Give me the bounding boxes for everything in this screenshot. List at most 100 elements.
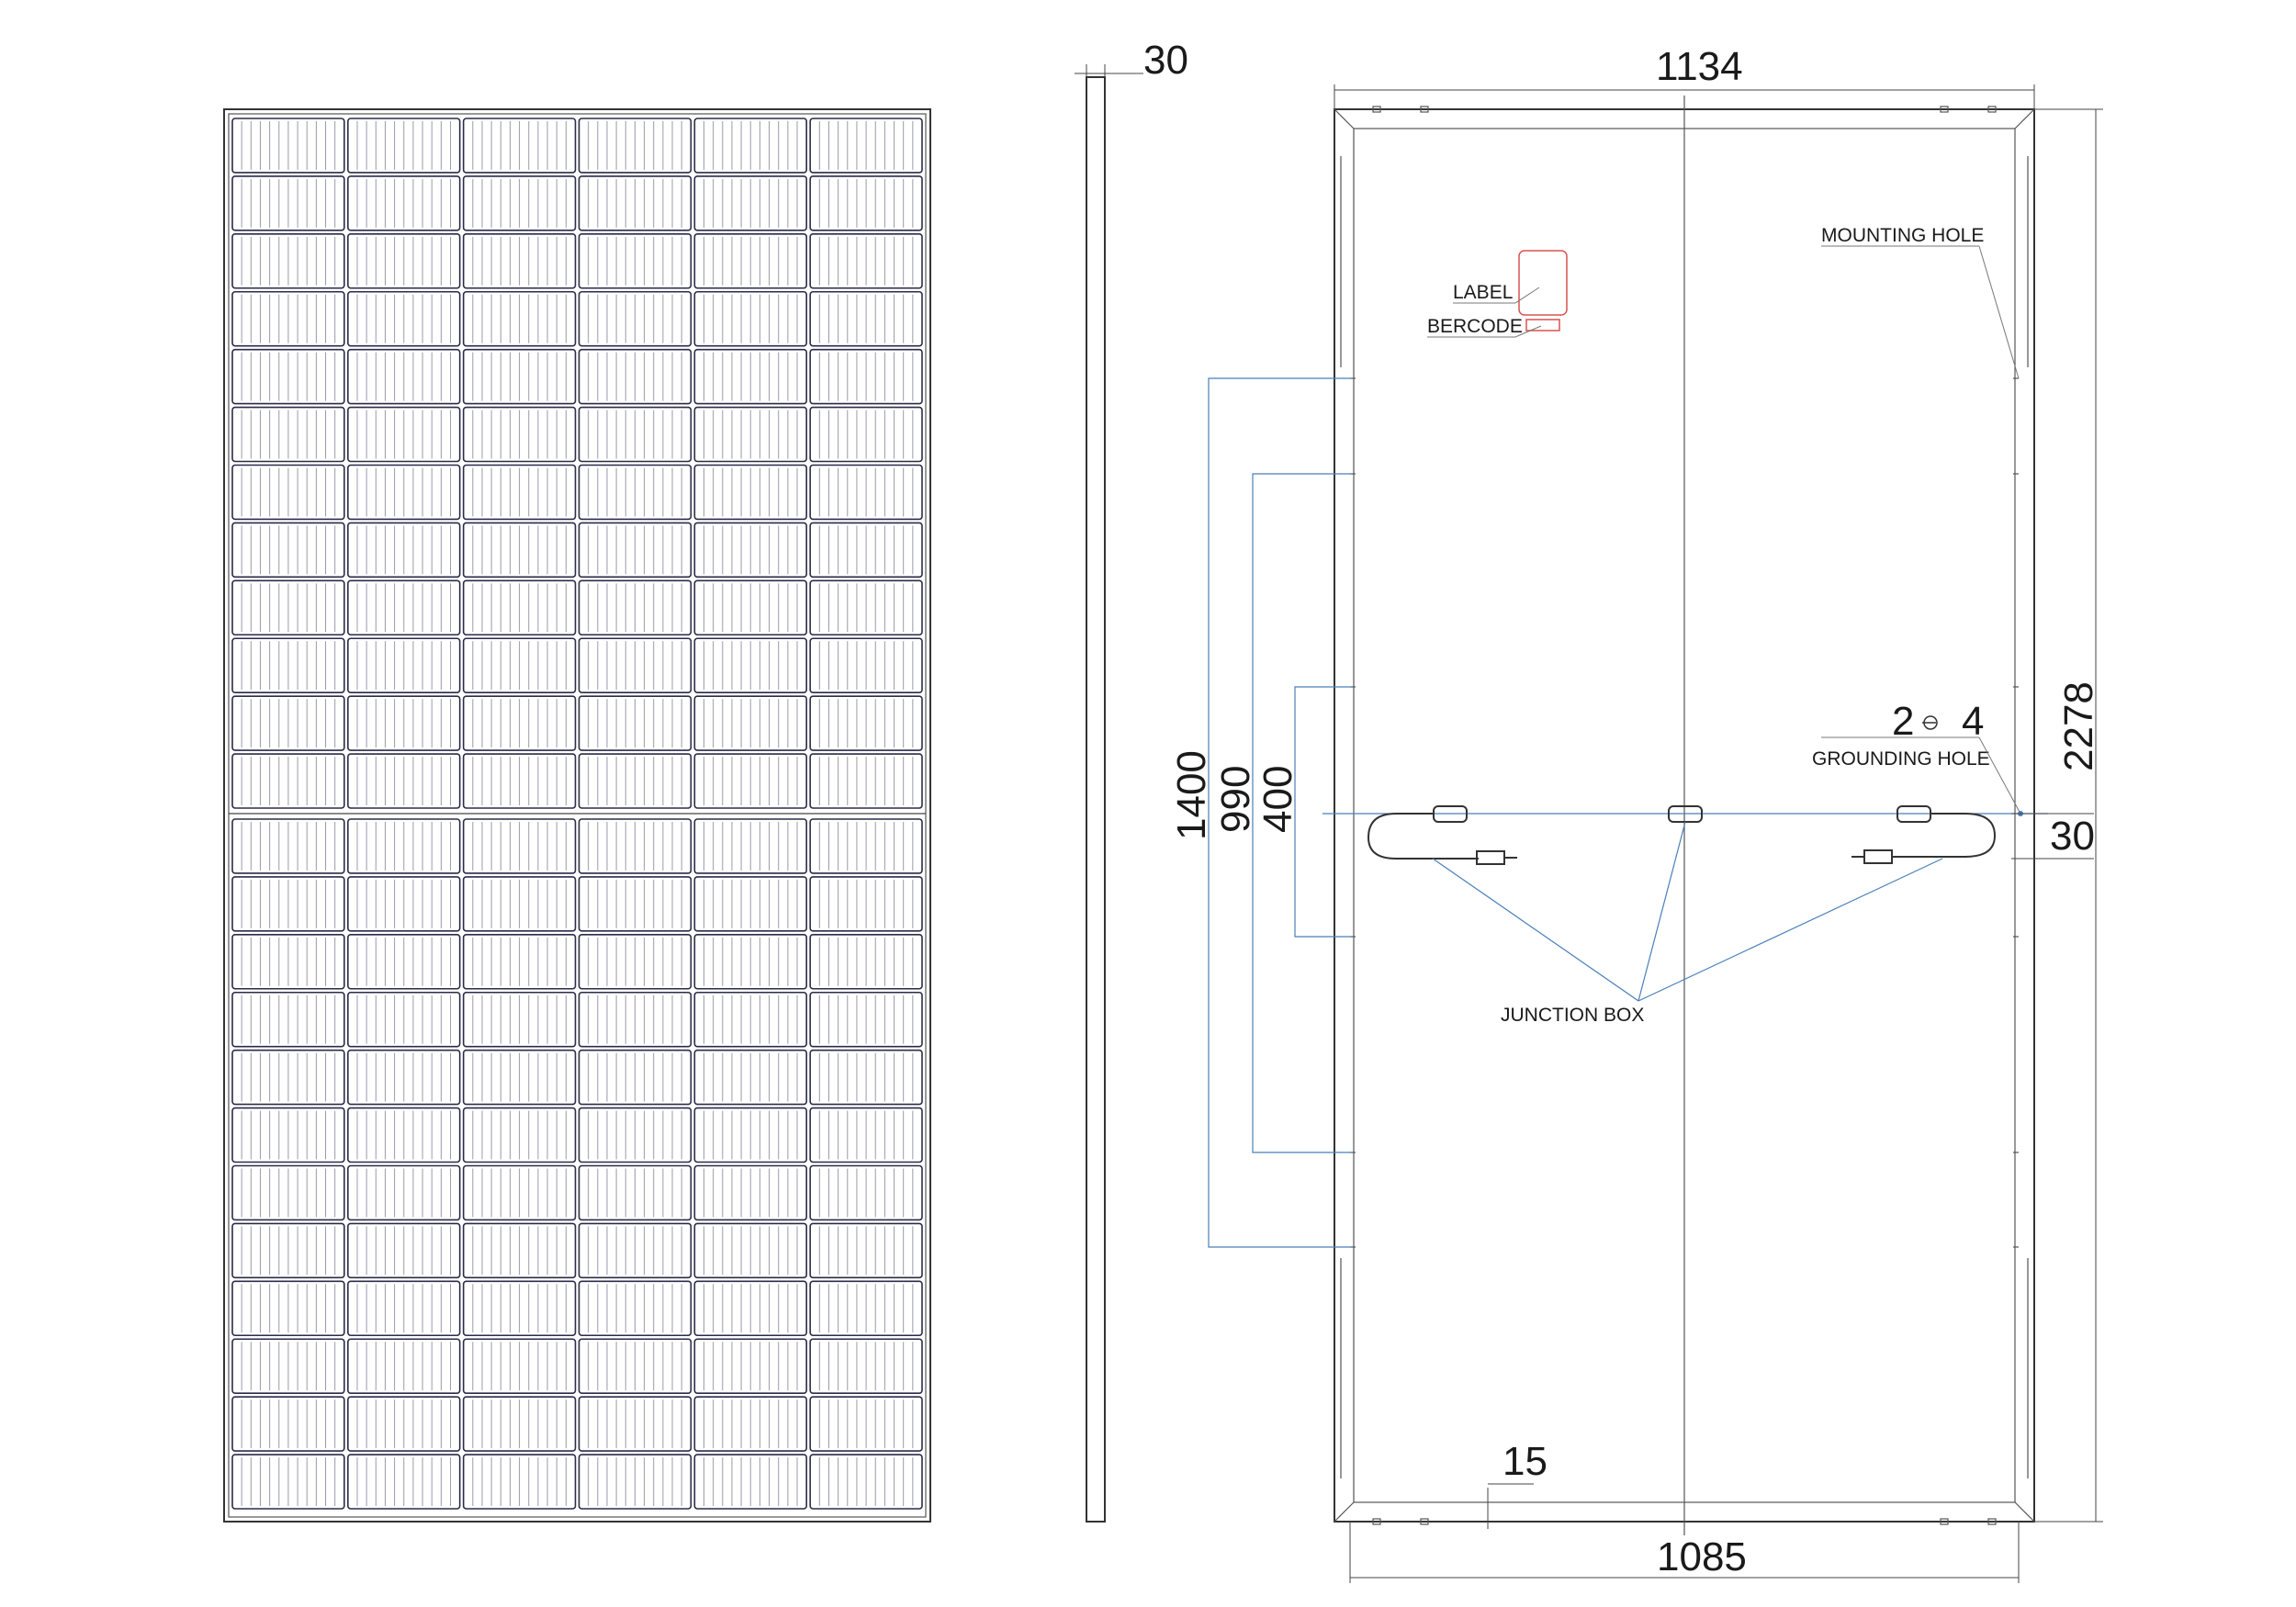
solar-cell bbox=[347, 579, 461, 636]
solar-cell bbox=[231, 1338, 345, 1394]
solar-cell bbox=[809, 290, 923, 347]
solar-cell bbox=[578, 464, 692, 521]
solar-cell bbox=[809, 1454, 923, 1510]
label-box bbox=[1518, 250, 1568, 316]
barcode-leader-diag bbox=[1514, 325, 1542, 338]
hole-spacing-1400: 1400 bbox=[1169, 750, 1214, 840]
solar-cell bbox=[809, 753, 923, 809]
solar-cell bbox=[347, 348, 461, 405]
height-dimension: 2278 bbox=[2056, 681, 2101, 771]
solar-cell bbox=[693, 1454, 807, 1510]
solar-cell bbox=[231, 1107, 345, 1163]
solar-cell bbox=[578, 1338, 692, 1394]
solar-cell bbox=[347, 1396, 461, 1452]
solar-cell bbox=[693, 464, 807, 521]
solar-cell bbox=[347, 1222, 461, 1279]
solar-cell bbox=[347, 1107, 461, 1163]
solar-cell bbox=[347, 1454, 461, 1510]
solar-cell bbox=[809, 818, 923, 874]
solar-cell bbox=[578, 818, 692, 874]
width-dimension: 1134 bbox=[1656, 44, 1743, 89]
solar-cell bbox=[347, 1049, 461, 1106]
grounding-leader bbox=[1978, 736, 2021, 815]
side-frame-profile bbox=[1086, 76, 1106, 1523]
solar-cell bbox=[231, 753, 345, 809]
spacing-1400-line bbox=[1208, 377, 1352, 1248]
corner-br bbox=[2014, 1501, 2035, 1523]
drain-slot bbox=[1940, 106, 1949, 113]
solar-cell bbox=[809, 406, 923, 463]
solar-cell bbox=[347, 233, 461, 289]
connector-left bbox=[1476, 850, 1505, 865]
solar-cell bbox=[462, 1164, 577, 1221]
solar-cell bbox=[347, 175, 461, 231]
solar-cell bbox=[578, 175, 692, 231]
solar-cell bbox=[462, 991, 577, 1048]
mounting-holes bbox=[1340, 156, 2029, 1478]
solar-cell bbox=[462, 290, 577, 347]
solar-cell bbox=[578, 1164, 692, 1221]
solar-cell bbox=[231, 1396, 345, 1452]
solar-cell bbox=[231, 1164, 345, 1221]
solar-cell bbox=[693, 934, 807, 990]
solar-cell bbox=[347, 695, 461, 751]
drain-slots bbox=[1372, 106, 1997, 1525]
back-view: LABEL BERCODE MOUNTING HOLE 2 4 GROUNDIN… bbox=[1169, 44, 2103, 1583]
solar-cell bbox=[231, 464, 345, 521]
solar-cell bbox=[462, 1396, 577, 1452]
solar-cell bbox=[693, 579, 807, 636]
frame-thickness-dimension: 30 bbox=[1143, 38, 1188, 83]
solar-cell bbox=[462, 464, 577, 521]
solar-cell bbox=[693, 233, 807, 289]
solar-cell bbox=[347, 637, 461, 693]
solar-cell bbox=[578, 290, 692, 347]
cell-grid bbox=[229, 118, 926, 1510]
solar-cell bbox=[347, 991, 461, 1048]
solar-cell bbox=[347, 1164, 461, 1221]
cable-left bbox=[1367, 813, 1479, 860]
solar-cell bbox=[231, 818, 345, 874]
solar-cell bbox=[578, 406, 692, 463]
solar-cell bbox=[231, 1280, 345, 1337]
solar-cell bbox=[347, 753, 461, 809]
side-view: 30 bbox=[1075, 38, 1188, 1523]
solar-cell bbox=[347, 522, 461, 579]
solar-cell bbox=[693, 876, 807, 932]
solar-cell bbox=[578, 522, 692, 579]
solar-cell bbox=[462, 695, 577, 751]
solar-cell bbox=[578, 348, 692, 405]
solar-cell bbox=[578, 637, 692, 693]
solar-cell bbox=[809, 1338, 923, 1394]
solar-cell bbox=[347, 118, 461, 174]
solar-cell bbox=[347, 290, 461, 347]
solar-cell bbox=[347, 406, 461, 463]
solar-cell bbox=[578, 876, 692, 932]
solar-cell bbox=[693, 753, 807, 809]
solar-cell bbox=[809, 1164, 923, 1221]
solar-cell bbox=[809, 991, 923, 1048]
solar-cell bbox=[347, 876, 461, 932]
hole-spacing-400: 400 bbox=[1255, 766, 1300, 833]
solar-cell bbox=[462, 753, 577, 809]
solar-cell bbox=[809, 1222, 923, 1279]
mounting-hole-callout: MOUNTING HOLE bbox=[1821, 225, 1984, 246]
solar-cell bbox=[809, 1396, 923, 1452]
solar-cell bbox=[231, 348, 345, 405]
solar-cell bbox=[462, 175, 577, 231]
solar-cell bbox=[462, 1454, 577, 1510]
solar-cell bbox=[578, 1454, 692, 1510]
solar-cell bbox=[693, 637, 807, 693]
corner-tl bbox=[1334, 108, 1355, 129]
solar-cell bbox=[578, 934, 692, 990]
solar-cell bbox=[578, 1222, 692, 1279]
barcode-callout: BERCODE bbox=[1427, 316, 1523, 337]
solar-cell bbox=[809, 1280, 923, 1337]
solar-cell bbox=[693, 406, 807, 463]
solar-cell bbox=[231, 991, 345, 1048]
solar-cell bbox=[462, 233, 577, 289]
drain-slot bbox=[1372, 1518, 1381, 1525]
solar-cell bbox=[231, 1049, 345, 1106]
grounding-hole-callout: GROUNDING HOLE bbox=[1812, 748, 1990, 770]
solar-cell bbox=[231, 118, 345, 174]
solar-cell bbox=[809, 579, 923, 636]
